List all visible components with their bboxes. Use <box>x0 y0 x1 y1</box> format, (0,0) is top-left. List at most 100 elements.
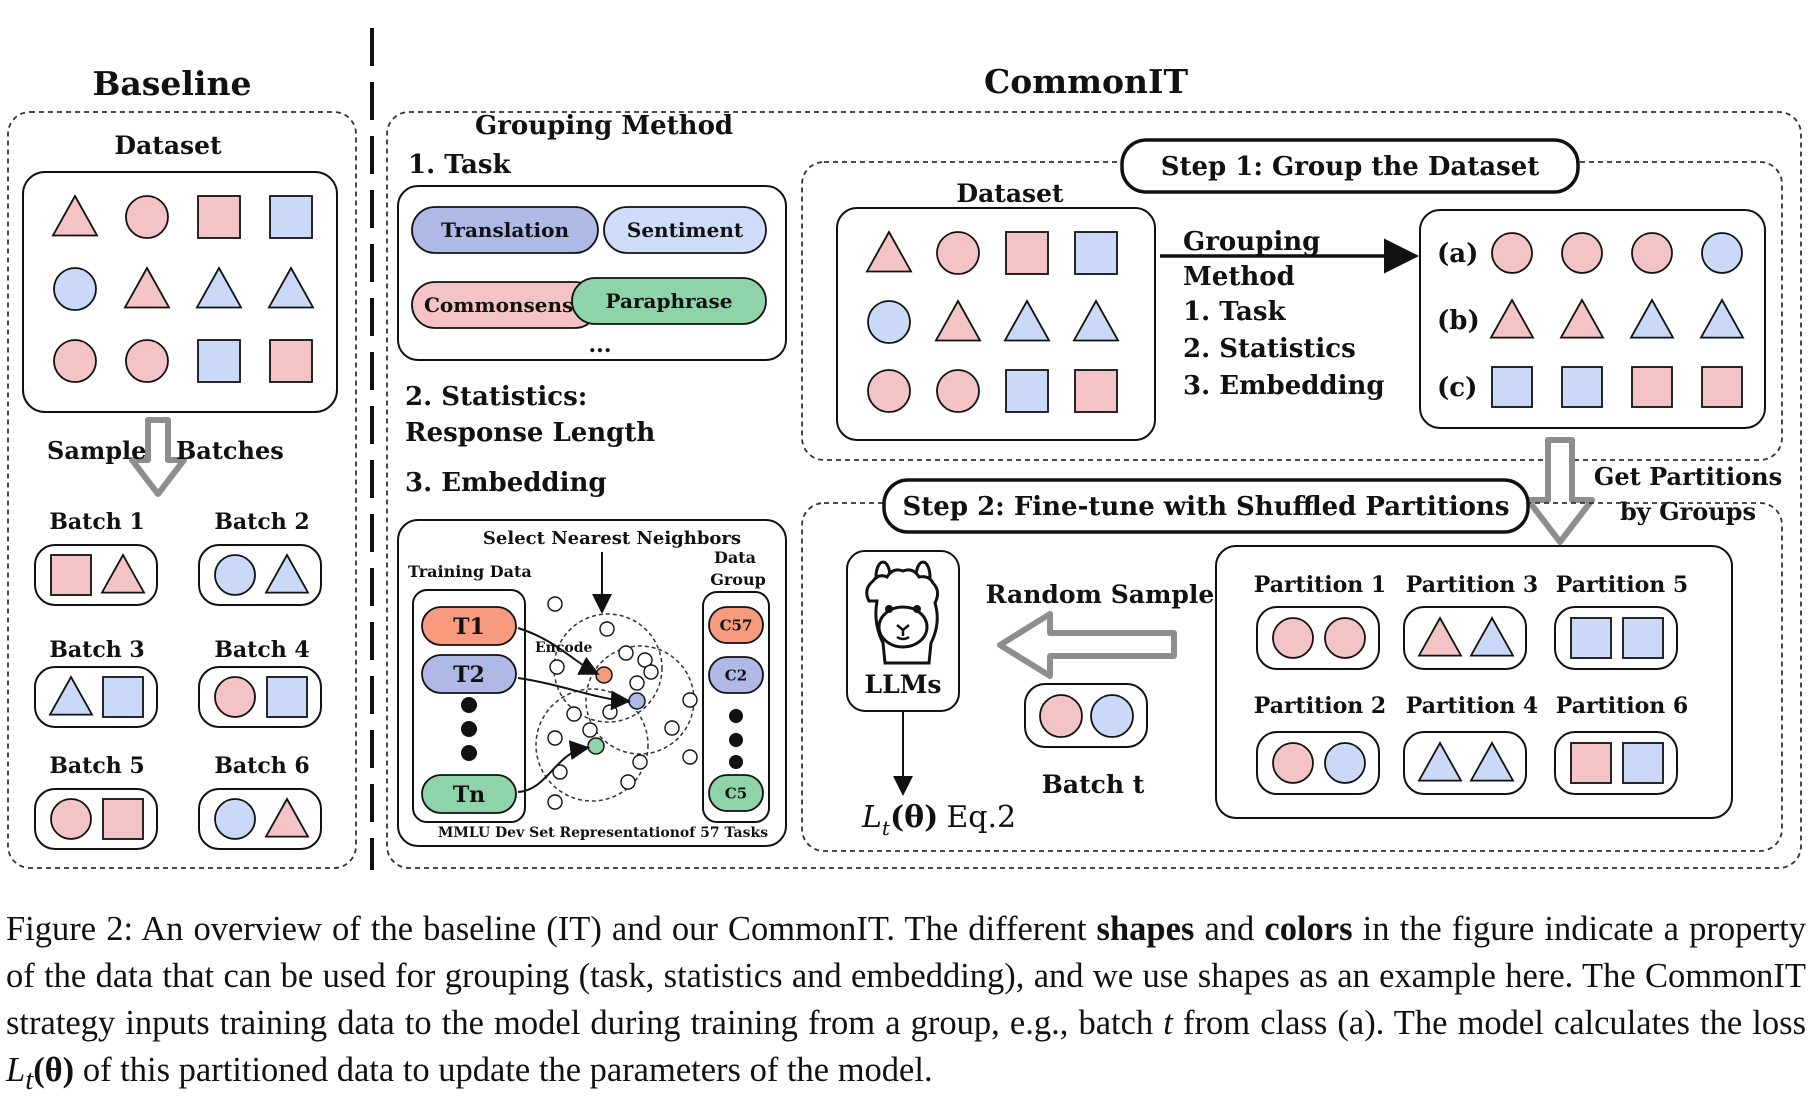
get-partitions-label-1: Get Partitions <box>1594 462 1782 491</box>
embedding-point <box>637 652 653 668</box>
embedding-point <box>618 645 634 661</box>
baseline-dataset-label: Dataset <box>114 131 222 160</box>
training-item-label: T1 <box>453 614 485 640</box>
partition-item <box>1272 617 1314 659</box>
grouping-method-item: 1. Task <box>1183 297 1287 327</box>
get-partitions-arrow <box>1525 437 1595 545</box>
group-ellipsis-dot <box>729 755 743 769</box>
embedding-points <box>547 596 698 810</box>
training-item-label: T2 <box>453 662 485 688</box>
baseline-batch-box <box>34 544 158 606</box>
step2-title: Step 2: Fine-tune with Shuffled Partitio… <box>903 492 1510 522</box>
step1-region: Step 1: Group the Dataset Dataset Groupi… <box>801 138 1783 461</box>
step1-dataset-item <box>936 231 980 275</box>
tn-point <box>587 737 605 755</box>
data-group-label-2: Group <box>710 570 766 589</box>
commonit-panel: CommonIT Grouping Method 1. Task Transla… <box>386 62 1802 869</box>
group-item <box>1561 232 1603 274</box>
partition-item <box>1272 742 1314 784</box>
task-pill: Paraphrase <box>571 277 767 325</box>
commonit-overview-diagram: Baseline Dataset Sample Batches Batch 1 B… <box>7 28 1802 870</box>
baseline-batch-label: Batch 2 <box>214 509 309 535</box>
baseline-dataset-item <box>125 195 169 239</box>
data-group-item-label: C5 <box>725 784 747 802</box>
task-pill-label: Sentiment <box>627 218 744 242</box>
task-pill-label: Paraphrase <box>606 289 733 313</box>
baseline-batch-item <box>102 676 144 718</box>
partition-item <box>1622 617 1664 659</box>
step1-dataset-label: Dataset <box>956 179 1064 208</box>
statistics-subheading: Response Length <box>405 418 655 448</box>
baseline-batch-box <box>198 788 322 850</box>
group-item <box>1561 366 1603 408</box>
step1-dataset-item <box>1003 299 1051 342</box>
baseline-dataset-item <box>197 339 241 383</box>
step2-title-box <box>882 478 1530 534</box>
embedding-point <box>547 596 563 612</box>
partition-item <box>1622 742 1664 784</box>
batch-t-label: Batch t <box>1042 770 1145 799</box>
baseline-batch-box <box>198 666 322 728</box>
step1-title: Step 1: Group the Dataset <box>1161 152 1540 182</box>
partition-item <box>1469 616 1515 657</box>
step1-dataset-item <box>1005 369 1049 413</box>
embedding-point <box>632 754 648 770</box>
step1-dataset-item <box>1005 231 1049 275</box>
group-row-label: (c) <box>1437 373 1477 403</box>
group-item <box>1489 298 1535 339</box>
baseline-title: Baseline <box>93 64 252 103</box>
batch-t-box <box>1024 683 1148 748</box>
caption-prefix: Figure 2: <box>6 910 134 948</box>
partition-label: Partition 4 <box>1406 693 1538 719</box>
embedding-heading: 3. Embedding <box>405 468 607 498</box>
embedding-point <box>599 621 615 637</box>
batch-t-item-2 <box>1090 694 1134 738</box>
baseline-batch-label: Batch 1 <box>49 509 144 535</box>
baseline-batch-item <box>214 554 256 596</box>
step1-title-box <box>1120 138 1580 194</box>
baseline-dataset-item <box>125 339 169 383</box>
baseline-batch-item <box>264 797 310 838</box>
embedding-point <box>547 730 563 746</box>
partition-item <box>1324 617 1366 659</box>
step1-dataset-item <box>1074 231 1118 275</box>
caption-shapes: shapes <box>1096 910 1195 948</box>
get-partitions-label-2: by Groups <box>1620 497 1756 526</box>
baseline-dataset-item <box>53 267 97 311</box>
llm-label: LLMs <box>865 670 942 699</box>
step1-dataset-item <box>867 369 911 413</box>
step1-dataset-item <box>1072 299 1120 342</box>
baseline-batch-item <box>214 798 256 840</box>
training-ellipsis-dot <box>461 745 477 761</box>
group-row-label: (b) <box>1437 306 1480 336</box>
task-pill-label: Translation <box>441 218 569 242</box>
sample-label-right: Batches <box>176 436 284 465</box>
task-box <box>397 185 787 361</box>
group-item <box>1629 298 1675 339</box>
task-pill-label: Commonsense <box>424 293 586 317</box>
data-group-item-label: C2 <box>725 666 747 684</box>
training-item: T2 <box>421 654 517 694</box>
baseline-dataset-shapes <box>51 194 315 383</box>
baseline-batch-item <box>48 675 94 716</box>
encode-label: Encode <box>535 640 593 656</box>
baseline-dataset-item <box>269 339 313 383</box>
group-row-label: (a) <box>1437 239 1478 269</box>
embedding-figure: Select Nearest Neighbors Training Data D… <box>397 519 787 847</box>
baseline-dataset-box <box>22 171 338 413</box>
step1-dataset-item <box>934 299 982 342</box>
partition-box <box>1554 606 1678 670</box>
group-item <box>1491 232 1533 274</box>
baseline-dataset-item <box>53 339 97 383</box>
baseline-batch-label: Batch 5 <box>49 753 144 779</box>
embedding-point <box>682 692 698 708</box>
step1-dataset-item <box>865 230 913 273</box>
sample-label-left: Sample <box>47 436 146 465</box>
embedding-point <box>643 664 659 680</box>
data-group-item: C5 <box>708 774 764 812</box>
partition-item <box>1469 741 1515 782</box>
partition-box <box>1256 606 1380 670</box>
